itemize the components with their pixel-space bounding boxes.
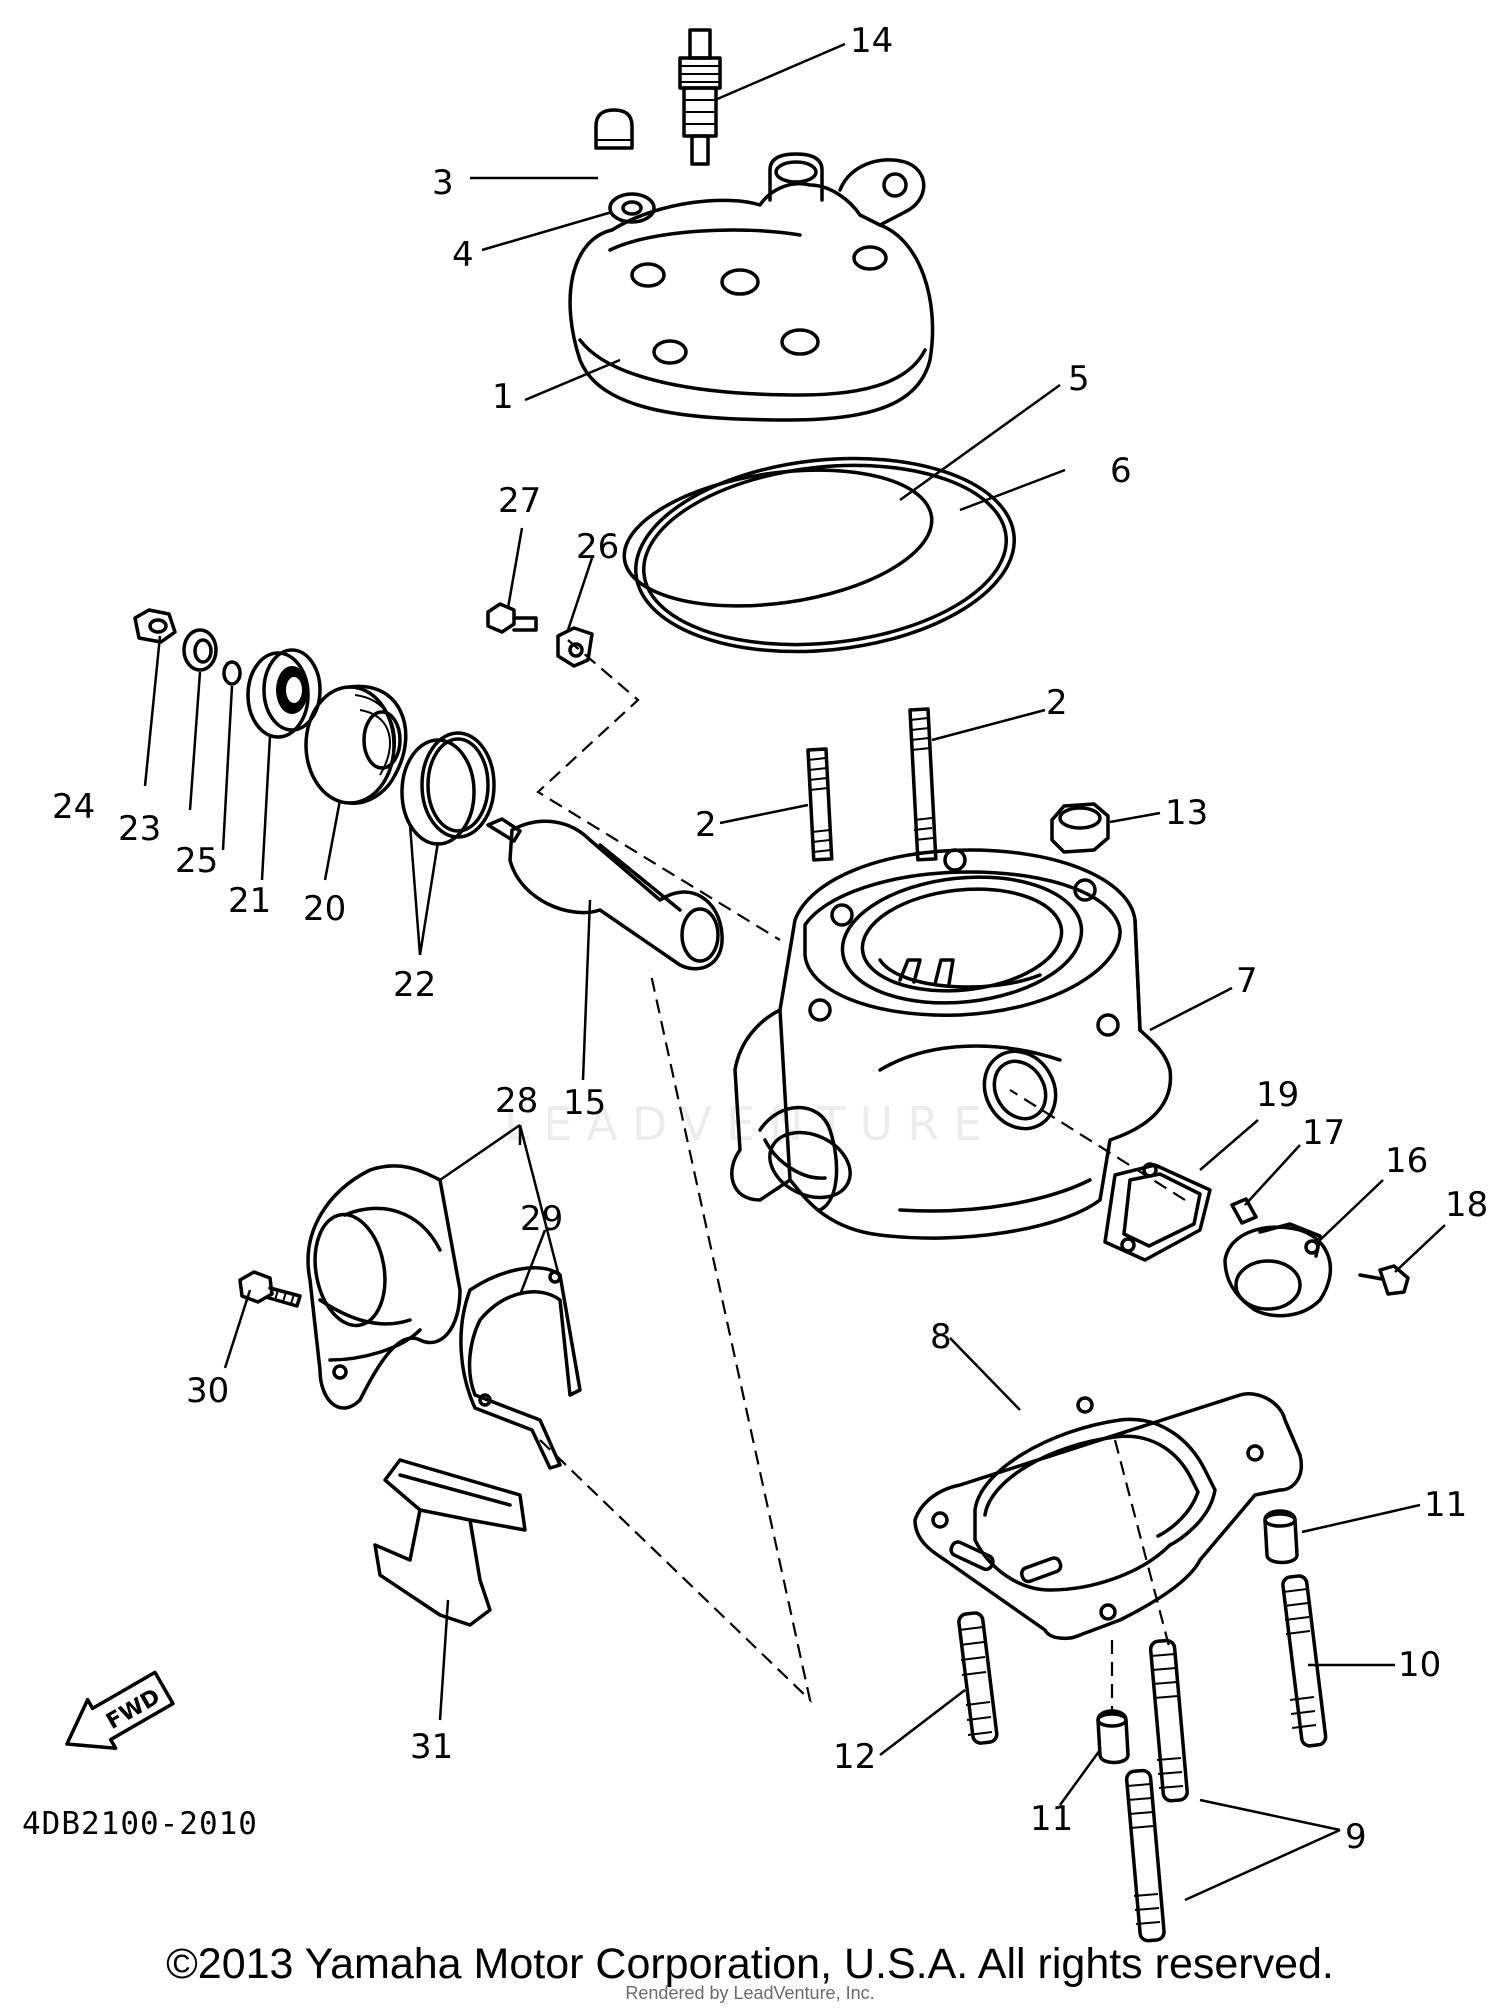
- forward-arrow: FWD: [65, 1670, 175, 1750]
- outlet-cover-16: [1223, 1222, 1332, 1318]
- watermark-text: LEADVENTURE: [503, 1097, 997, 1151]
- callout-12: 12: [833, 1737, 876, 1777]
- callout-31: 31: [410, 1727, 453, 1767]
- callout-3: 3: [432, 163, 454, 203]
- callout-28: 28: [495, 1081, 538, 1121]
- callout-11a: 11: [1424, 1485, 1467, 1525]
- washer-23: [182, 628, 218, 672]
- stud-12: [957, 1611, 999, 1745]
- stud-2b: [908, 707, 938, 862]
- callout-25: 25: [175, 841, 218, 881]
- callout-2b: 2: [1046, 683, 1068, 723]
- o-ring-large: [634, 456, 1016, 654]
- callout-14: 14: [850, 21, 893, 61]
- callout-20: 20: [303, 889, 346, 929]
- callout-21: 21: [228, 881, 271, 921]
- callout-17: 17: [1302, 1113, 1345, 1153]
- callout-6: 6: [1110, 451, 1132, 491]
- callout-18: 18: [1445, 1185, 1488, 1225]
- bolt-27: [486, 602, 538, 634]
- nut-13: [1050, 802, 1110, 854]
- dowel-17: [1230, 1197, 1258, 1225]
- stud-10: [1281, 1574, 1328, 1748]
- clamp-26: [556, 626, 594, 668]
- dowel-11b: [1096, 1709, 1130, 1765]
- cap-nut: [594, 108, 634, 150]
- callout-19: 19: [1256, 1075, 1299, 1115]
- bracket-31: [373, 1458, 527, 1627]
- callout-16: 16: [1385, 1141, 1428, 1181]
- leader-lines: [143, 42, 1446, 1902]
- callout-1: 1: [492, 377, 514, 417]
- washer: [608, 192, 656, 224]
- callout-24: 24: [52, 787, 95, 827]
- o-ring-small: [622, 468, 934, 608]
- callout-30: 30: [186, 1371, 229, 1411]
- gasket-19: [1103, 1162, 1212, 1262]
- callout-13: 13: [1165, 793, 1208, 833]
- impeller-shaft: [486, 817, 724, 971]
- diagram-code: 4DB2100-2010: [22, 1806, 258, 1842]
- callout-7: 7: [1236, 961, 1258, 1001]
- callout-2a: 2: [695, 805, 717, 845]
- callout-10: 10: [1398, 1645, 1441, 1685]
- dowel-11a: [1263, 1509, 1299, 1565]
- stud-9b: [1124, 1768, 1166, 1943]
- callout-8: 8: [930, 1317, 952, 1357]
- copyright-notice: ©2013 Yamaha Motor Corporation, U.S.A. A…: [166, 1940, 1334, 1988]
- callout-27: 27: [498, 481, 541, 521]
- callout-22: 22: [393, 965, 436, 1005]
- callout-23: 23: [118, 809, 161, 849]
- stud-9a: [1148, 1638, 1189, 1803]
- callout-11b: 11: [1030, 1799, 1073, 1839]
- base-gasket-8: [913, 1392, 1303, 1641]
- o-rings-22: [400, 731, 496, 846]
- oil-seal-20: [304, 684, 408, 805]
- bolt-30: [238, 1270, 302, 1308]
- callout-9: 9: [1345, 1817, 1367, 1857]
- bolt-18: [1358, 1264, 1410, 1296]
- nut-24: [133, 608, 177, 644]
- callout-5: 5: [1068, 359, 1090, 399]
- bearing-21: [246, 648, 322, 739]
- callout-numbers: 1 2 2 3 4 5 6 7 8 9 10 11 11 12 13 14 15…: [52, 21, 1488, 1857]
- callout-26: 26: [576, 527, 619, 567]
- cylinder-head: [568, 152, 935, 422]
- callout-4: 4: [452, 235, 474, 275]
- cylinder: [730, 848, 1173, 1240]
- stud-2a: [806, 747, 834, 862]
- pump-housing-28: [306, 1164, 462, 1410]
- pump-gasket-29: [459, 1266, 582, 1470]
- callout-29: 29: [520, 1199, 563, 1239]
- render-credit: Rendered by LeadVenture, Inc.: [625, 1983, 875, 2003]
- circlip-25: [222, 660, 242, 686]
- spark-plug: [678, 28, 722, 166]
- callout-15: 15: [563, 1083, 606, 1123]
